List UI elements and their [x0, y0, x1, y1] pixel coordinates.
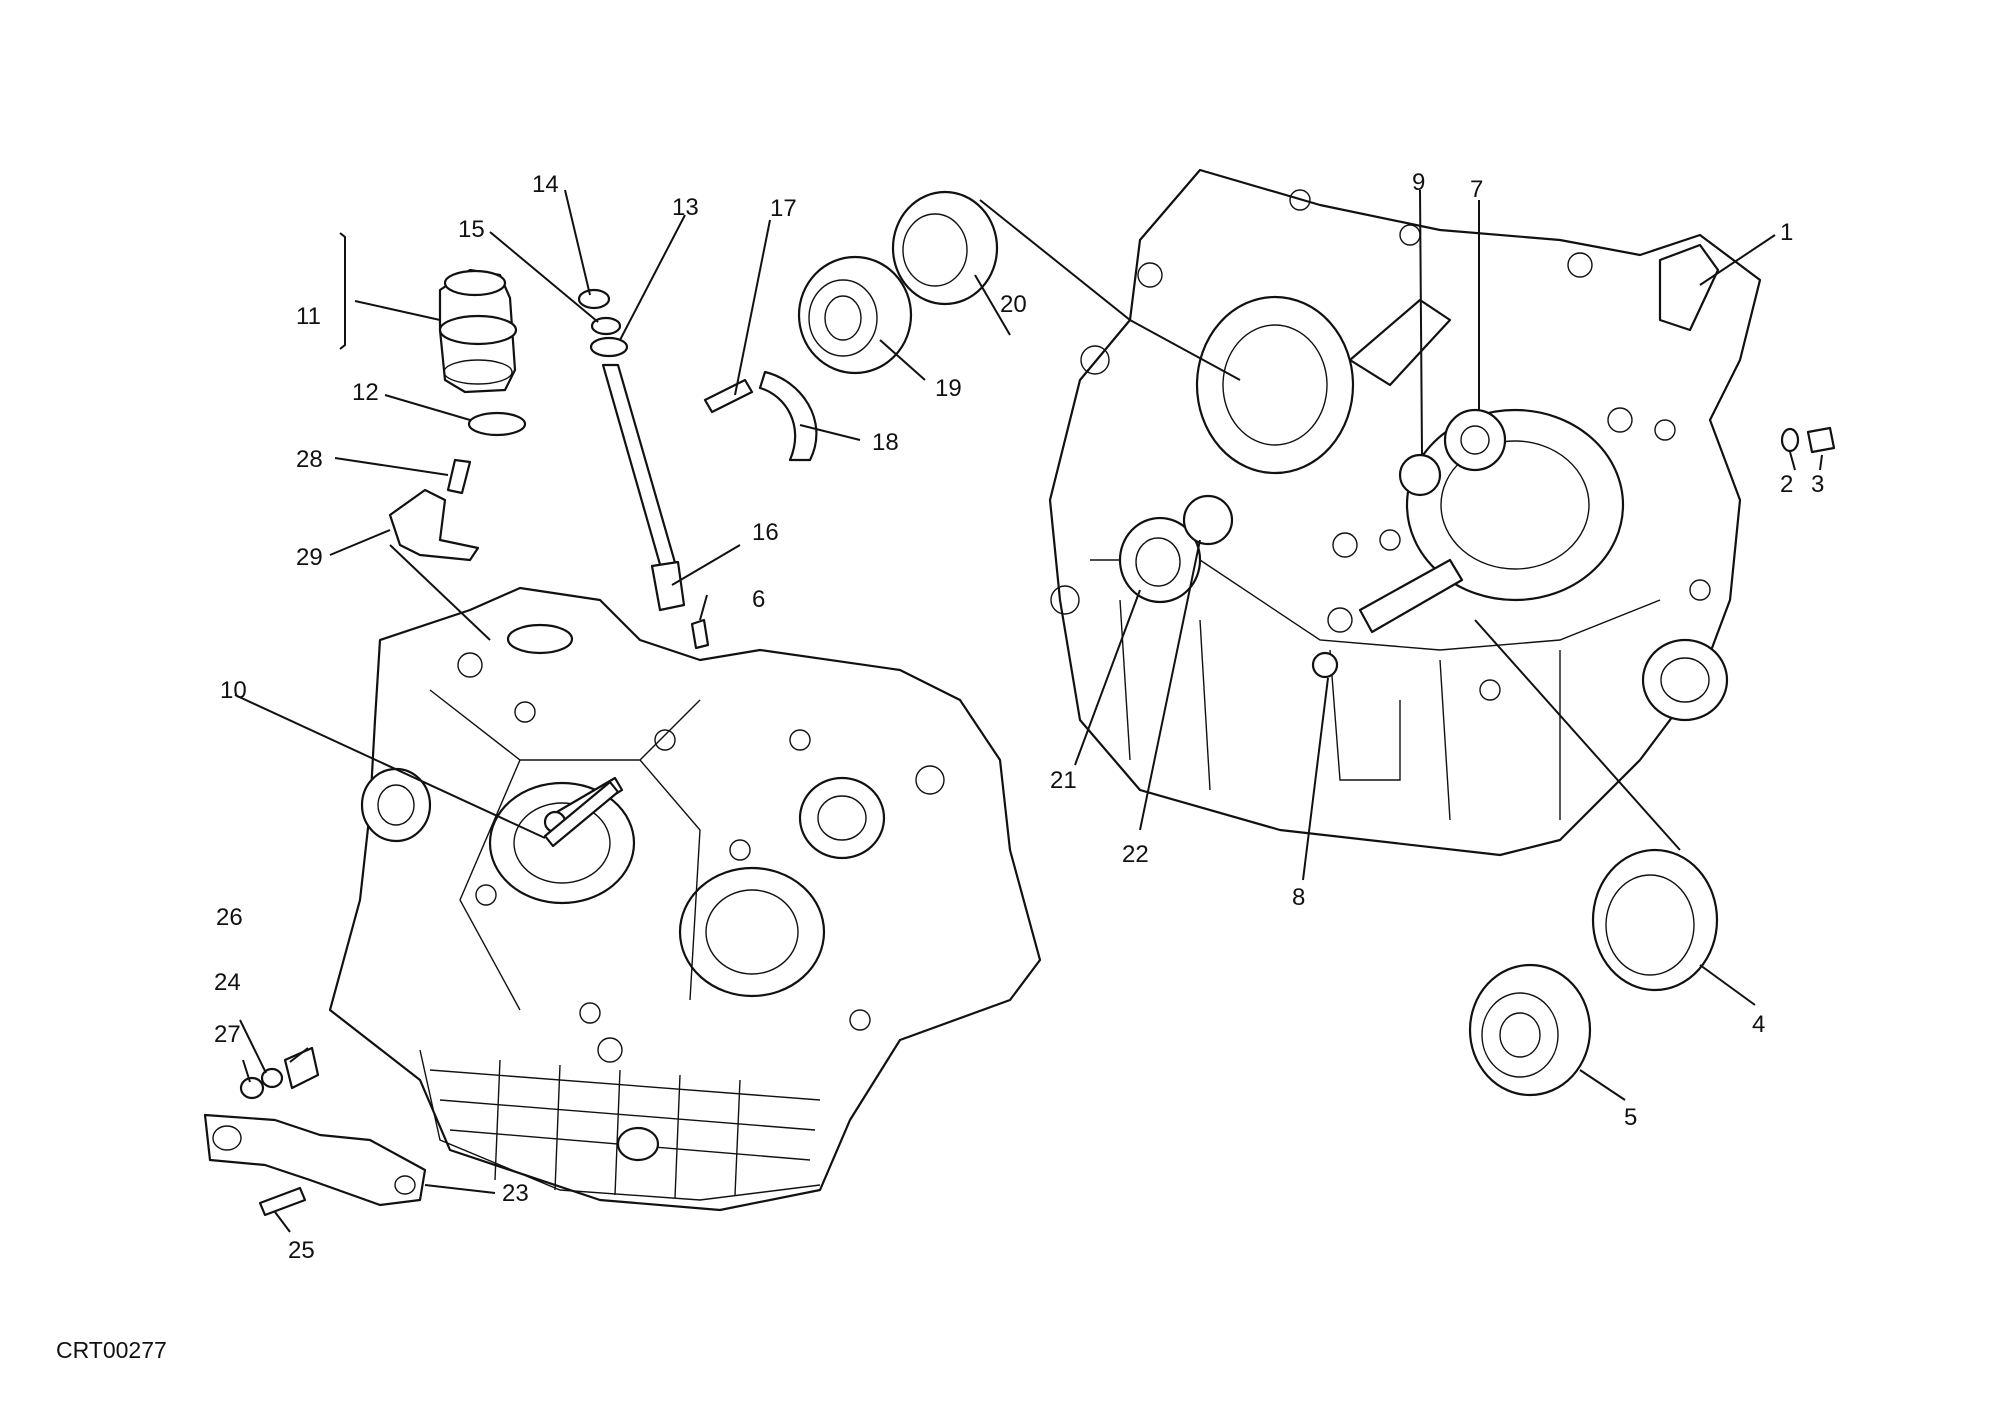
bearing-7 — [1443, 408, 1507, 472]
callout-15: 15 — [458, 216, 485, 243]
leader-lines — [234, 189, 1823, 1233]
callout-26: 26 — [216, 904, 243, 931]
oil-seal-20 — [891, 190, 999, 306]
screw-17 — [703, 378, 754, 414]
screw-28 — [446, 458, 472, 495]
oil-filter-cap-assembly — [438, 268, 518, 394]
bolt-3 — [1806, 426, 1836, 454]
callout-11: 11 — [296, 303, 321, 330]
bearing-19 — [797, 255, 913, 375]
callout-25: 25 — [288, 1237, 315, 1264]
locating-dowel-6 — [690, 618, 710, 650]
callout-22: 22 — [1122, 841, 1149, 868]
left-crankcase-half — [328, 586, 1042, 1212]
callout-17: 17 — [770, 195, 797, 222]
callout-8: 8 — [1292, 884, 1305, 911]
callout-29: 29 — [296, 544, 323, 571]
diagram-reference-code: CRT00277 — [56, 1337, 167, 1363]
callout-3: 3 — [1811, 471, 1824, 498]
circlip-9 — [1398, 453, 1442, 497]
screw-25 — [258, 1186, 307, 1217]
callout-19: 19 — [935, 375, 962, 402]
callout-28: 28 — [296, 446, 323, 473]
callout-labels: 1 2 3 4 5 6 7 8 9 10 11 12 13 14 15 16 1… — [214, 169, 1824, 1264]
nut-27 — [239, 1076, 265, 1100]
callout-9: 9 — [1412, 169, 1425, 196]
callout-2: 2 — [1780, 471, 1793, 498]
bearing-21 — [1118, 516, 1202, 604]
callout-13: 13 — [672, 194, 699, 221]
callout-20: 20 — [1000, 291, 1027, 318]
bracket-29 — [388, 488, 480, 562]
o-ring-8 — [1311, 651, 1339, 679]
callout-1: 1 — [1780, 219, 1793, 246]
callout-24: 24 — [214, 969, 241, 996]
bearing-5 — [1468, 963, 1592, 1097]
callout-21: 21 — [1050, 767, 1077, 794]
callout-5: 5 — [1624, 1104, 1637, 1131]
callout-14: 14 — [532, 171, 559, 198]
washer-24 — [260, 1067, 284, 1089]
retaining-clip-18 — [758, 370, 818, 462]
callout-12: 12 — [352, 379, 379, 406]
washer-2 — [1780, 427, 1800, 453]
callout-10: 10 — [220, 677, 247, 704]
callout-4: 4 — [1752, 1011, 1765, 1038]
callout-23: 23 — [502, 1180, 529, 1207]
seal-22 — [1182, 494, 1234, 546]
callout-6: 6 — [752, 586, 765, 613]
callout-16: 16 — [752, 519, 779, 546]
callout-7: 7 — [1470, 176, 1483, 203]
callout-27: 27 — [214, 1021, 241, 1048]
callout-18: 18 — [872, 429, 899, 456]
bracket-23 — [203, 1113, 427, 1207]
o-ring-12 — [467, 411, 527, 437]
bearing-cup-4 — [1591, 848, 1719, 992]
stud-10 — [543, 780, 620, 848]
oil-dipstick-tube — [577, 288, 686, 612]
